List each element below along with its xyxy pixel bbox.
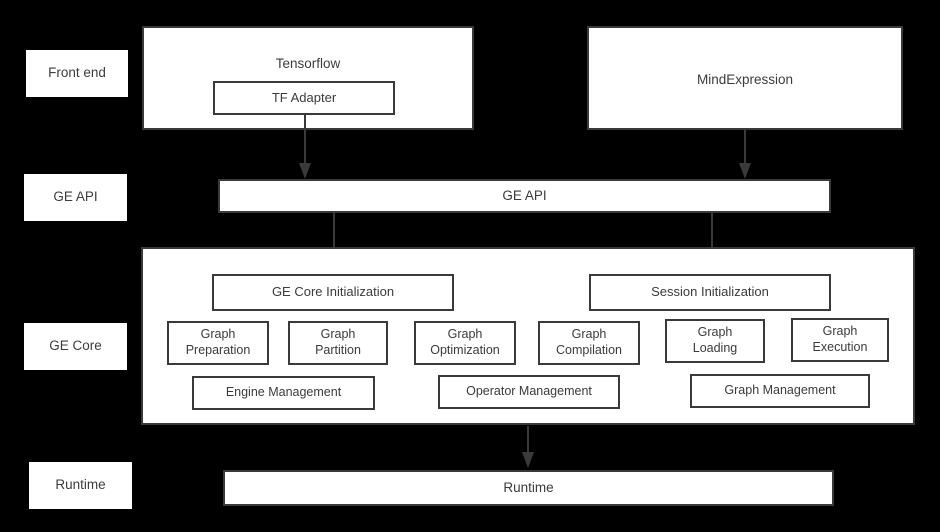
session-initialization-box[interactable]: Session Initialization xyxy=(589,274,831,311)
module-graph-partition-line2: Partition xyxy=(315,343,361,357)
ge-api-bar[interactable]: GE API xyxy=(218,179,831,213)
manager-graph-management-label: Graph Management xyxy=(724,383,836,398)
tf-adapter-label: TF Adapter xyxy=(271,89,337,105)
module-graph-optimization-line2: Optimization xyxy=(430,343,500,357)
module-graph-optimization-line1: Graph xyxy=(447,327,483,342)
module-graph-compilation-line2: Compilation xyxy=(555,343,622,357)
arrow-tf-adapter-to-ge-api xyxy=(296,113,314,181)
manager-engine-management-label: Engine Management xyxy=(225,385,342,400)
layer-label-ge-core: GE Core xyxy=(24,323,127,370)
module-graph-optimization[interactable]: Graph Optimization xyxy=(414,321,516,365)
module-graph-preparation-line1: Graph xyxy=(200,327,236,342)
module-graph-compilation[interactable]: Graph Compilation xyxy=(538,321,640,365)
layer-label-front-end-text: Front end xyxy=(48,65,106,81)
layer-label-runtime: Runtime xyxy=(29,462,132,509)
module-graph-loading[interactable]: Graph Loading xyxy=(665,319,765,363)
layer-label-ge-api: GE API xyxy=(24,174,127,221)
tf-adapter-box[interactable]: TF Adapter xyxy=(213,81,395,115)
layer-label-runtime-text: Runtime xyxy=(55,477,106,493)
module-graph-execution-line2: Execution xyxy=(812,340,868,354)
manager-graph-management[interactable]: Graph Management xyxy=(690,374,870,408)
layer-label-ge-core-text: GE Core xyxy=(49,338,102,354)
tensorflow-title: Tensorflow xyxy=(275,56,341,71)
layer-label-front-end: Front end xyxy=(26,50,128,97)
arrow-mindexpression-to-ge-api xyxy=(736,129,754,181)
module-graph-compilation-line1: Graph xyxy=(571,327,607,342)
mindexpression-frame: MindExpression xyxy=(587,26,903,130)
ge-core-initialization-label: GE Core Initialization xyxy=(271,284,395,300)
manager-operator-management-label: Operator Management xyxy=(466,384,592,399)
runtime-bar[interactable]: Runtime xyxy=(223,470,834,506)
manager-engine-management[interactable]: Engine Management xyxy=(192,376,375,410)
module-graph-loading-line1: Graph xyxy=(697,325,733,340)
module-graph-execution-line1: Graph xyxy=(822,324,858,339)
ge-api-label: GE API xyxy=(502,187,547,203)
module-graph-partition-line1: Graph xyxy=(320,327,356,342)
runtime-label: Runtime xyxy=(503,479,554,495)
module-graph-execution[interactable]: Graph Execution xyxy=(791,318,889,362)
module-graph-partition[interactable]: Graph Partition xyxy=(288,321,388,365)
ge-core-initialization-box[interactable]: GE Core Initialization xyxy=(212,274,454,311)
arrow-ge-core-to-runtime xyxy=(519,426,537,470)
layer-label-ge-api-text: GE API xyxy=(53,189,98,205)
session-initialization-label: Session Initialization xyxy=(651,284,769,300)
module-graph-preparation[interactable]: Graph Preparation xyxy=(167,321,269,365)
mindexpression-title: MindExpression xyxy=(696,72,794,87)
module-graph-preparation-line2: Preparation xyxy=(185,343,251,357)
module-graph-loading-line2: Loading xyxy=(692,341,738,355)
manager-operator-management[interactable]: Operator Management xyxy=(438,375,620,409)
